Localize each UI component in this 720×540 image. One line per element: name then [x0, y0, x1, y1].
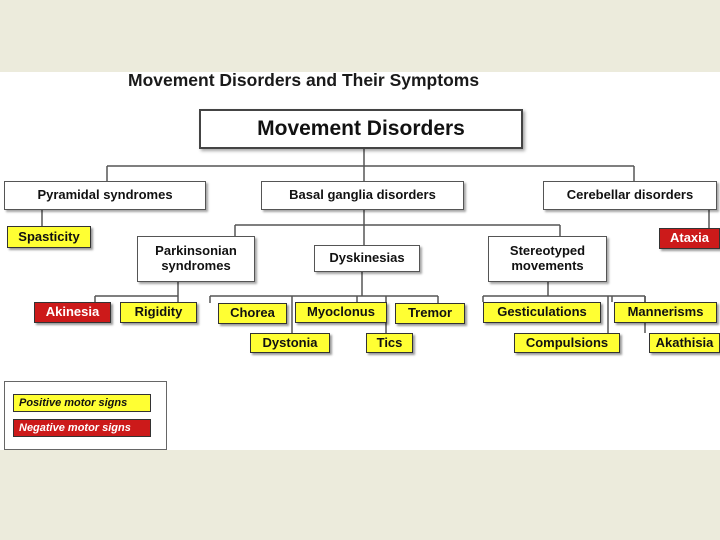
- subcategory-stereotyped-movements: Stereotyped movements: [488, 236, 607, 282]
- symptom-akathisia: Akathisia: [649, 333, 720, 353]
- symptom-chorea: Chorea: [218, 303, 287, 324]
- symptom-compulsions: Compulsions: [514, 333, 620, 353]
- symptom-ataxia: Ataxia: [659, 228, 720, 249]
- subcategory-dyskinesias: Dyskinesias: [314, 245, 420, 272]
- symptom-tics: Tics: [366, 333, 413, 353]
- symptom-akinesia: Akinesia: [34, 302, 111, 323]
- page-title: Movement Disorders and Their Symptoms: [128, 70, 480, 90]
- symptom-rigidity: Rigidity: [120, 302, 197, 323]
- symptom-myoclonus: Myoclonus: [295, 302, 387, 323]
- subcategory-parkinsonian-syndromes: Parkinsonian syndromes: [137, 236, 255, 282]
- root-movement-disorders: Movement Disorders: [199, 109, 523, 149]
- legend-positive-motor-signs: Positive motor signs: [13, 394, 151, 412]
- category-basal-ganglia-disorders: Basal ganglia disorders: [261, 181, 464, 210]
- symptom-dystonia: Dystonia: [250, 333, 330, 353]
- category-cerebellar-disorders: Cerebellar disorders: [543, 181, 717, 210]
- symptom-spasticity: Spasticity: [7, 226, 91, 248]
- symptom-tremor: Tremor: [395, 303, 465, 324]
- symptom-mannerisms: Mannerisms: [614, 302, 717, 323]
- legend-negative-motor-signs: Negative motor signs: [13, 419, 151, 437]
- legend: Positive motor signs Negative motor sign…: [4, 381, 167, 450]
- symptom-gesticulations: Gesticulations: [483, 302, 601, 323]
- category-pyramidal-syndromes: Pyramidal syndromes: [4, 181, 206, 210]
